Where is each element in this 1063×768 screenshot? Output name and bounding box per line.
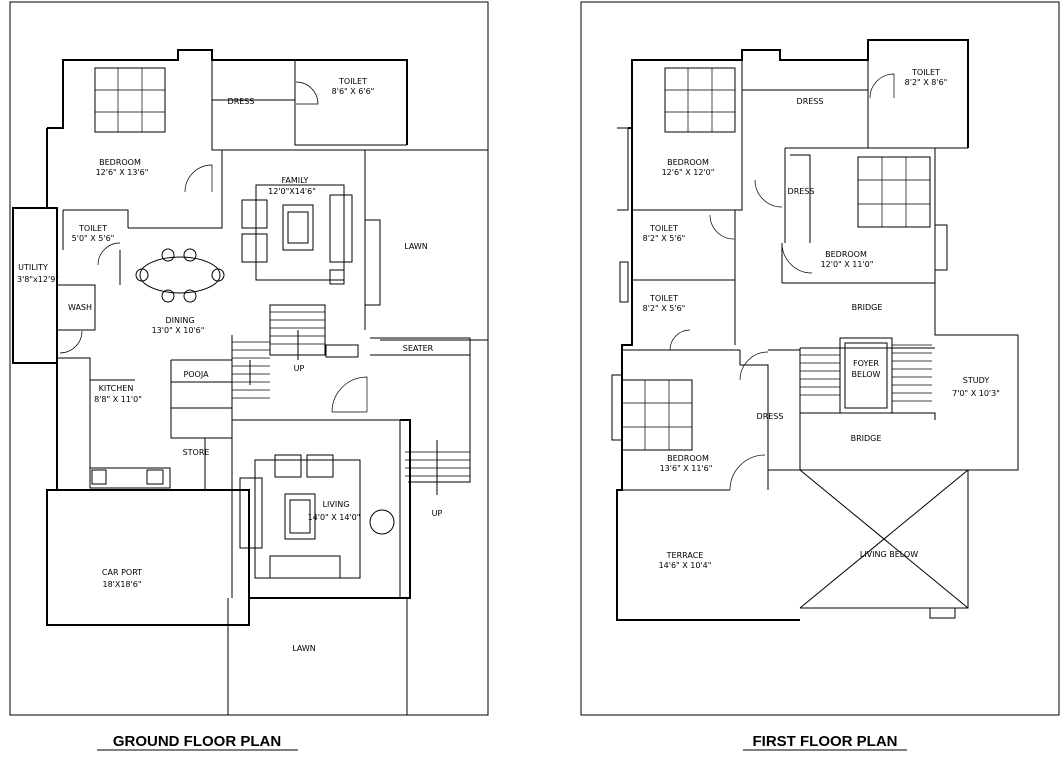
gf-carport-label: CAR PORT xyxy=(102,568,142,577)
gf-wash-label: WASH xyxy=(68,303,92,312)
gf-lawn-right-label: LAWN xyxy=(404,242,428,251)
ff-bedroom2-label: BEDROOM xyxy=(825,250,867,259)
ff-bedroom2-size: 12'0" X 11'0" xyxy=(821,260,874,269)
ff-bedroom3-label: BEDROOM xyxy=(667,454,709,463)
gf-utility-label: UTILITY xyxy=(18,263,48,272)
ff-toilet3-label: TOILET xyxy=(649,294,678,303)
gf-bedroom-size: 12'6" X 13'6" xyxy=(96,168,149,177)
gf-living-label: LIVING xyxy=(323,500,350,509)
gf-up-stair-label: UP xyxy=(294,364,305,373)
ground-floor-title: GROUND FLOOR PLAN xyxy=(113,733,281,750)
ff-bridge-low-label: BRIDGE xyxy=(851,434,882,443)
gf-kitchen-size: 8'8" X 11'0" xyxy=(94,395,142,404)
gf-toilet-size: 8'6" X 6'6" xyxy=(332,87,375,96)
ff-bridge-top-label: BRIDGE xyxy=(852,303,883,312)
ff-foyer-label-1: FOYER xyxy=(853,359,879,368)
gf-dining-label: DINING xyxy=(165,316,194,325)
void-cross-2 xyxy=(799,469,969,609)
gf-lawn-bottom-label: LAWN xyxy=(292,644,316,653)
first-floor-title: FIRST FLOOR PLAN xyxy=(753,733,898,750)
ff-dress-mid-label: DRESS xyxy=(788,187,815,196)
first-floor-plan: DRESS TOILET 8'2" X 8'6" BEDROOM 12'6" X… xyxy=(580,1,1060,751)
ff-dress-top-label: DRESS xyxy=(797,97,824,106)
first-floor-walls xyxy=(611,39,1019,621)
gf-seater-label: SEATER xyxy=(403,344,434,353)
gf-living-size: 14'0" X 14'0" xyxy=(308,513,361,522)
ff-toilet2-label: TOILET xyxy=(649,224,678,233)
ff-toilet-top-size: 8'2" X 8'6" xyxy=(905,78,948,87)
ff-toilet2-size: 8'2" X 5'6" xyxy=(643,234,686,243)
ff-bedroom3-size: 13'6" X 11'6" xyxy=(660,464,713,473)
gf-kitchen-label: KITCHEN xyxy=(99,384,134,393)
ff-dress-low-label: DRESS xyxy=(757,412,784,421)
ff-toilet-top-label: TOILET xyxy=(911,68,940,77)
ff-study-size: 7'0" X 10'3" xyxy=(952,389,1000,398)
ground-stair xyxy=(232,304,359,399)
gf-toilet-label: TOILET xyxy=(338,77,367,86)
dining-table xyxy=(139,256,221,294)
gf-pooja-label: POOJA xyxy=(183,370,209,379)
ff-bedroom1-label: BEDROOM xyxy=(667,158,709,167)
gf-carport-size: 18'X18'6" xyxy=(102,580,141,589)
ff-bedroom1-size: 12'6" X 12'0" xyxy=(662,168,715,177)
ground-floor-frame xyxy=(9,1,489,716)
gf-toilet2-size: 5'0" X 5'6" xyxy=(72,234,115,243)
gf-dress-label: DRESS xyxy=(228,97,255,106)
gf-up-right-label: UP xyxy=(432,509,443,518)
first-stair xyxy=(800,337,936,420)
gf-dining-size: 13'0" X 10'6" xyxy=(152,326,205,335)
first-floor-frame xyxy=(580,1,1060,716)
ff-study-label: STUDY xyxy=(963,376,990,385)
gf-family-size: 12'0"X14'6" xyxy=(268,187,316,196)
gf-store-label: STORE xyxy=(183,448,210,457)
gf-bedroom-label: BEDROOM xyxy=(99,158,141,167)
gf-family-label: FAMILY xyxy=(282,176,309,185)
ff-terrace-label: TERRACE xyxy=(666,551,704,560)
ff-terrace-size: 14'6" X 10'4" xyxy=(659,561,712,570)
gf-utility-size: 3'8"x12'9" xyxy=(17,275,59,284)
ff-living-below-label: LIVING BELOW xyxy=(860,550,918,559)
gf-toilet2-label: TOILET xyxy=(78,224,107,233)
ground-floor-walls xyxy=(12,49,488,715)
ground-floor-plan: DRESS TOILET 8'6" X 6'6" BEDROOM 12'6" X… xyxy=(9,1,489,751)
ff-foyer-label-2: BELOW xyxy=(852,370,881,379)
ff-toilet3-size: 8'2" X 5'6" xyxy=(643,304,686,313)
